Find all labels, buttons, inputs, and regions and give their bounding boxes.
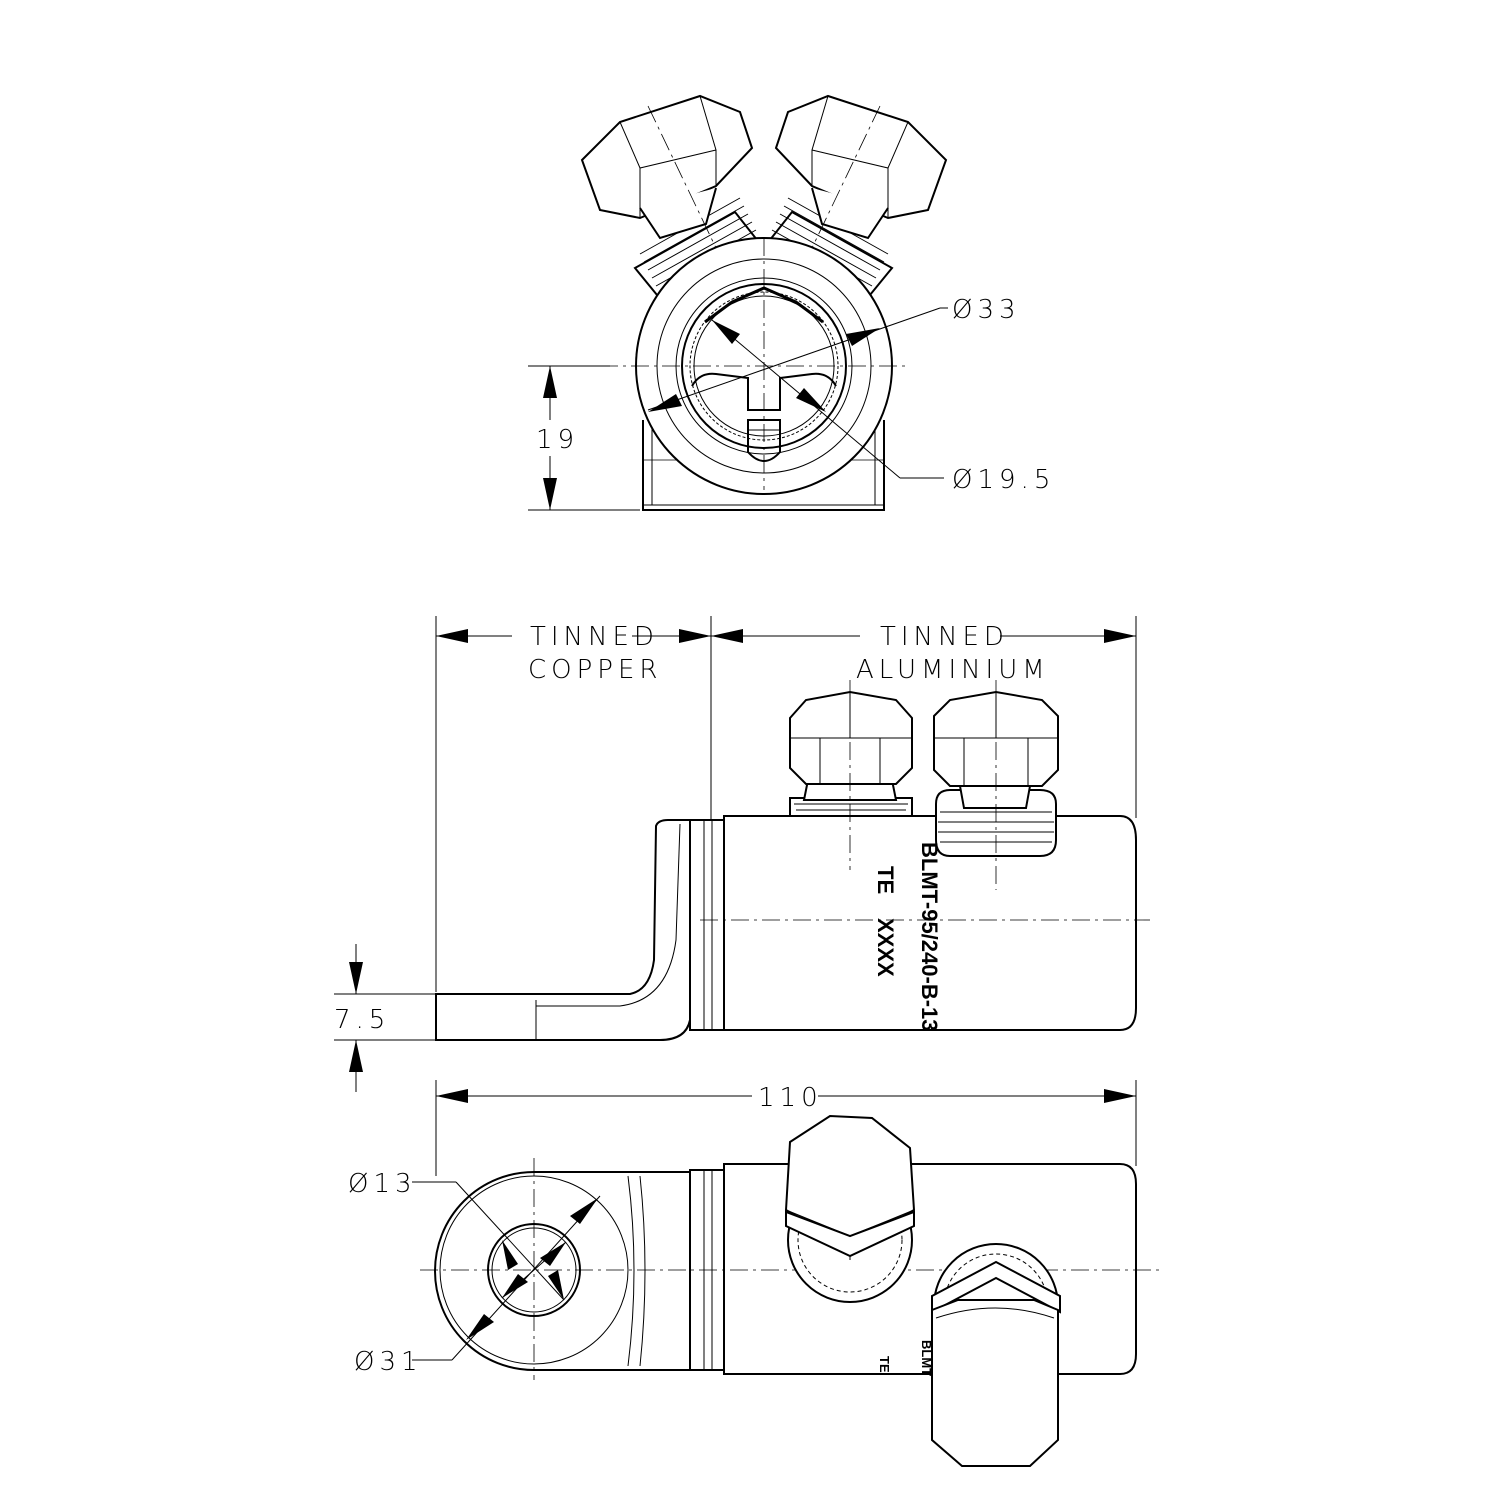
diam-33-leader [647, 307, 941, 411]
top-view-bolt-2 [931, 1243, 1061, 1467]
end-view-slot [747, 419, 781, 462]
diam-13-label: Ø13 [348, 1169, 417, 1199]
barrel-collar [689, 819, 725, 1031]
length-110-label: 110 [758, 1083, 823, 1113]
diam-33-label: Ø33 [952, 295, 1021, 325]
top-view-palm [434, 1171, 691, 1371]
height-19-label: 19 [536, 425, 579, 455]
copper-label-line1: TINNED [530, 622, 659, 652]
copper-palm [435, 819, 691, 1041]
brand-marking: TE [873, 866, 898, 894]
top-view: 110 BLMT TE [348, 1080, 1160, 1467]
diam-19-5-label: Ø19.5 [952, 465, 1055, 495]
end-view: Ø33 Ø19.5 19 [528, 94, 1055, 511]
side-view-bolt-2 [933, 680, 1059, 890]
side-view-bolt-1 [789, 680, 913, 870]
top-view-bolt-1 [784, 1114, 916, 1303]
side-view: TINNED COPPER TINNED ALUMINIUM [334, 616, 1150, 1092]
part-number-marking: BLMT-95/240-B-13 [917, 842, 942, 1032]
aluminium-label-line1: TINNED [880, 622, 1009, 652]
diam-31-label: Ø31 [354, 1347, 423, 1377]
thickness-7-5-label: 7.5 [334, 1005, 390, 1035]
top-view-brand-marking: TE [877, 1356, 892, 1373]
code-marking: XXXX [873, 918, 898, 977]
aluminium-barrel [723, 815, 1137, 1031]
aluminium-label-line2: ALUMINIUM [856, 655, 1050, 685]
diam-13-leader [455, 1181, 565, 1301]
top-view-part-marking: BLMT [919, 1340, 934, 1376]
copper-label-line2: COPPER [528, 655, 662, 685]
